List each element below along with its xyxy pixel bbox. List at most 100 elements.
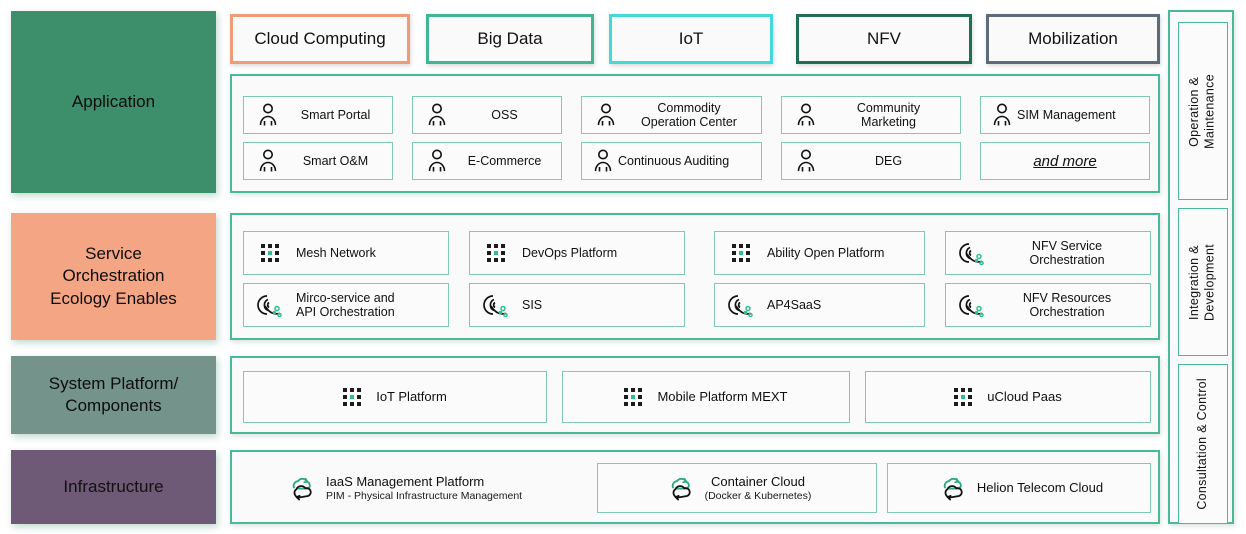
app-item-continuous-auditing[interactable]: Continuous Auditing [581, 142, 762, 180]
person-icon [987, 103, 1017, 127]
service-item-label-line1: Mirco-service and [296, 290, 395, 305]
tab-nfv[interactable]: NFV [796, 14, 972, 64]
app-item-deg[interactable]: DEG [781, 142, 961, 180]
service-orchestration-panel: Mesh Network DevOps Platform Ability [230, 213, 1160, 340]
service-item-nfv-resources-orchestration[interactable]: NFV Resources Orchestration [945, 283, 1151, 327]
app-item-label-line1: Commodity [657, 100, 721, 115]
service-item-micro-service-api-orchestration[interactable]: Mirco-service and API Orchestration [243, 283, 449, 327]
orchestration-icon [725, 293, 757, 317]
person-icon [422, 103, 452, 127]
service-item-label-line1: NFV Resources [1022, 290, 1112, 305]
system-platform-panel: IoT Platform Mobile Platform MEXT uC [230, 356, 1160, 434]
person-icon [253, 149, 283, 173]
rail-item-label-line2: Maintenance [1203, 73, 1217, 149]
tab-label: Cloud Computing [254, 29, 386, 48]
grid-dots-icon [950, 387, 976, 407]
app-item-commodity-operation-center[interactable]: Commodity Operation Center [581, 96, 762, 134]
service-item-sis[interactable]: SIS [469, 283, 685, 327]
layer-title: Service Orchestration Ecology Enables [50, 243, 177, 310]
tab-label: NFV [867, 29, 901, 48]
service-item-devops-platform[interactable]: DevOps Platform [469, 231, 685, 275]
grid-dots-icon [480, 243, 512, 263]
service-item-nfv-service-orchestration[interactable]: NFV Service Orchestration [945, 231, 1151, 275]
system-item-mobile-platform-mext[interactable]: Mobile Platform MEXT [562, 371, 850, 423]
app-item-e-commerce[interactable]: E-Commerce [412, 142, 562, 180]
category-tab-row: Cloud Computing Big Data IoT NFV Mobiliz… [230, 14, 1160, 64]
system-item-label: IoT Platform [376, 388, 447, 404]
system-item-iot-platform[interactable]: IoT Platform [243, 371, 547, 423]
infra-item-container-cloud[interactable]: Container Cloud (Docker & Kubernetes) [597, 463, 877, 513]
app-item-label: Smart O&M [302, 153, 369, 168]
tab-label: IoT [678, 29, 704, 48]
app-item-smart-om[interactable]: Smart O&M [243, 142, 393, 180]
person-icon [791, 149, 821, 173]
app-item-label: Smart Portal [300, 107, 371, 122]
tab-label: Big Data [477, 29, 543, 48]
cloud-sync-icon [663, 475, 697, 501]
tab-mobilization[interactable]: Mobilization [986, 14, 1160, 64]
system-item-label: Mobile Platform MEXT [657, 388, 788, 404]
infra-item-text: IaaS Management Platform PIM - Physical … [318, 474, 522, 502]
infra-item-text: Helion Telecom Cloud [969, 480, 1103, 496]
service-item-mesh-network[interactable]: Mesh Network [243, 231, 449, 275]
rail-item-label-line1: Integration & [1187, 244, 1202, 320]
system-item-ucloud-paas[interactable]: uCloud Paas [865, 371, 1151, 423]
infra-item-title: Container Cloud [711, 473, 805, 489]
app-item-oss[interactable]: OSS [412, 96, 562, 134]
app-item-community-marketing[interactable]: Community Marketing [781, 96, 961, 134]
orchestration-icon [956, 293, 988, 317]
rail-item-label: Operation & Maintenance [1187, 74, 1218, 149]
tab-big-data[interactable]: Big Data [426, 14, 594, 64]
app-item-label-line2: Operation Center [641, 115, 737, 129]
rail-item-consultation-control[interactable]: Consultation & Control [1178, 364, 1228, 524]
grid-dots-icon [339, 387, 365, 407]
layer-title: Infrastructure [63, 476, 164, 496]
grid-dots-icon [725, 243, 757, 263]
app-item-label: Continuous Auditing [618, 153, 730, 168]
infra-item-helion-telecom-cloud[interactable]: Helion Telecom Cloud [887, 463, 1151, 513]
app-item-label: E-Commerce [467, 153, 542, 168]
rail-item-label: Integration & Development [1187, 244, 1218, 321]
tab-cloud-computing[interactable]: Cloud Computing [230, 14, 410, 64]
infra-item-iaas-management-platform[interactable]: IaaS Management Platform PIM - Physical … [272, 463, 602, 513]
app-item-label-line2: Marketing [861, 115, 916, 129]
person-icon [422, 149, 452, 173]
layer-label-infrastructure: Infrastructure [11, 450, 216, 524]
app-item-label: SIM Management [1017, 107, 1116, 122]
layer-title: System Platform/ Components [49, 373, 178, 418]
service-item-label: NFV Resources Orchestration [988, 291, 1150, 320]
service-item-ability-open-platform[interactable]: Ability Open Platform [714, 231, 925, 275]
layer-title-line1: Service [85, 243, 142, 263]
orchestration-icon [254, 293, 286, 317]
service-item-label: Ability Open Platform [767, 245, 885, 260]
rail-item-integration-development[interactable]: Integration & Development [1178, 208, 1228, 356]
application-panel: Smart Portal OSS Commodity Operation Cen… [230, 74, 1160, 193]
app-item-label: OSS [491, 107, 518, 122]
service-item-ap4saas[interactable]: AP4SaaS [714, 283, 925, 327]
right-rail: Operation & Maintenance Integration & De… [1168, 10, 1234, 524]
app-item-label: and more [1033, 152, 1097, 170]
tab-iot[interactable]: IoT [609, 14, 773, 64]
rail-item-label: Consultation & Control [1195, 378, 1210, 510]
layer-label-system-platform: System Platform/ Components [11, 356, 216, 434]
app-item-label: Community Marketing [821, 101, 960, 130]
layer-label-service-orchestration: Service Orchestration Ecology Enables [11, 213, 216, 340]
app-item-label: DEG [874, 153, 903, 168]
service-item-label: AP4SaaS [767, 297, 822, 312]
service-item-label-line2: Orchestration [1029, 305, 1105, 319]
grid-dots-icon [620, 387, 646, 407]
app-item-sim-management[interactable]: SIM Management [980, 96, 1150, 134]
tab-label: Mobilization [1028, 29, 1118, 48]
service-item-label-line1: NFV Service [1031, 238, 1103, 253]
layer-title: Application [71, 91, 156, 111]
grid-dots-icon [254, 243, 286, 263]
system-item-label: uCloud Paas [987, 388, 1062, 404]
app-item-smart-portal[interactable]: Smart Portal [243, 96, 393, 134]
rail-item-operation-maintenance[interactable]: Operation & Maintenance [1178, 22, 1228, 200]
infra-item-title: Helion Telecom Cloud [976, 480, 1104, 496]
cloud-sync-icon [935, 475, 969, 501]
app-item-label-line1: Community [856, 100, 921, 115]
infra-item-subtitle: (Docker & Kubernetes) [704, 489, 812, 502]
app-item-and-more[interactable]: and more [980, 142, 1150, 180]
